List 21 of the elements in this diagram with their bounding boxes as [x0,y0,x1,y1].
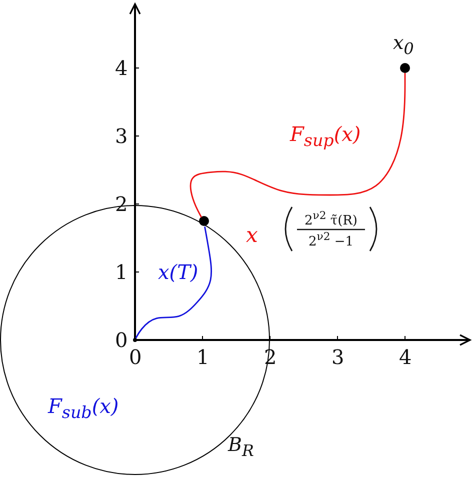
fraction-denominator: 2$^{ν2}$ −1 [308,232,354,248]
tick-label: 4 [399,347,412,367]
fraction-numerator: 2$^{ν2}$ τ̃(R) [304,211,358,228]
point-dot [198,216,209,226]
tick-label: 4 [115,58,128,78]
tick-label: 0 [115,330,128,350]
region-label: F$_{sub}$(x) [48,396,119,422]
curve-label: x(T) [158,262,198,282]
curve [135,226,212,339]
curve-label: F$_{sup}$(x) [290,124,361,150]
tick-label: 0 [129,347,142,367]
point-label: x [246,225,258,246]
tick-label: 1 [196,347,210,367]
point-dot [400,63,410,73]
tick-label: 1 [115,262,128,282]
tick-label: 3 [115,126,128,146]
tick-label: 3 [332,347,344,367]
point-label: x$_{0}$ [393,34,414,57]
curve [190,73,406,218]
point-dot [132,338,137,342]
circle-label: B$_{R}$ [228,436,254,459]
